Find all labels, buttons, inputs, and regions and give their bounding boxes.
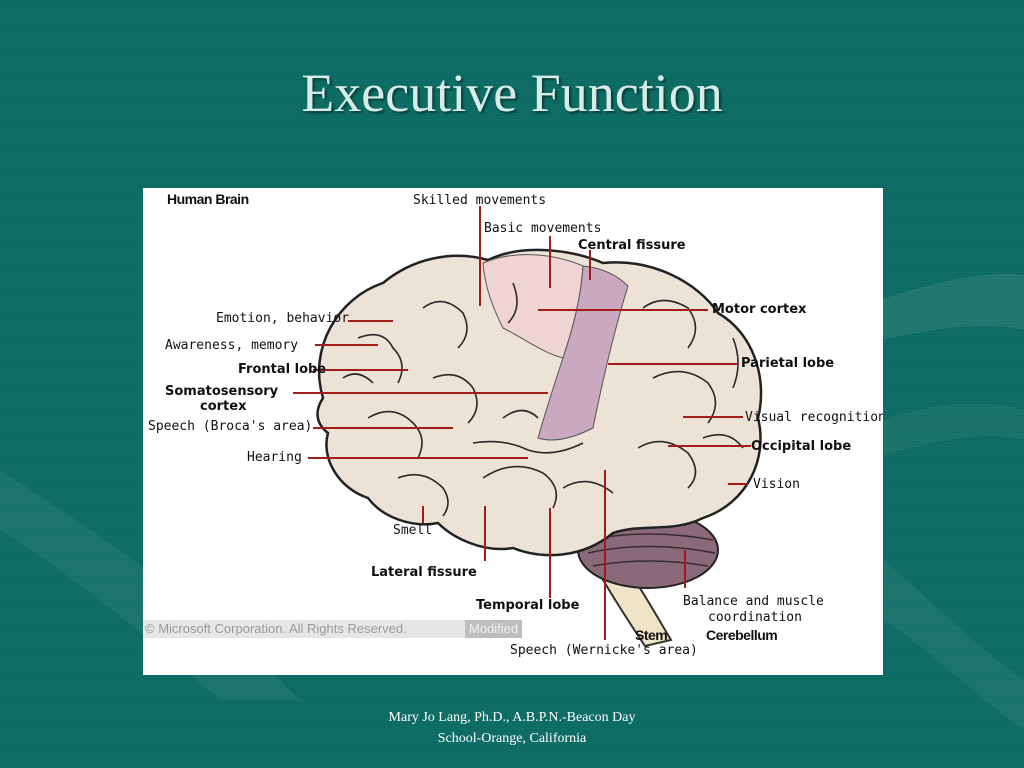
label-central-fissure: Central fissure — [578, 238, 686, 253]
label-basic-movements: Basic movements — [484, 221, 602, 236]
leader-lines — [293, 206, 751, 640]
label-stem: Stem — [635, 627, 668, 643]
label-occipital-lobe: Occipital lobe — [751, 439, 852, 454]
footer-line-1: Mary Jo Lang, Ph.D., A.B.P.N.-Beacon Day — [388, 710, 636, 725]
label-lateral-fissure: Lateral fissure — [371, 565, 477, 580]
copyright-notice: © Microsoft Corporation. All Rights Rese… — [143, 620, 465, 638]
modified-badge: Modified — [465, 620, 523, 638]
label-motor-cortex: Motor cortex — [712, 302, 807, 317]
label-awareness-memory: Awareness, memory — [165, 338, 299, 353]
label-skilled-movements: Skilled movements — [413, 193, 547, 208]
cerebrum-shape — [316, 248, 763, 557]
slide-footer: Mary Jo Lang, Ph.D., A.B.P.N.-Beacon Day… — [340, 707, 684, 749]
label-speech-broca: Speech (Broca's area) — [148, 419, 313, 434]
label-hearing: Hearing — [247, 450, 302, 465]
label-speech-wernicke: Speech (Wernicke's area) — [510, 643, 698, 658]
label-coordination: coordination — [708, 610, 802, 625]
diagram-heading: Human Brain — [167, 191, 249, 207]
label-cortex: cortex — [200, 399, 247, 414]
slide-title: Executive Function — [301, 63, 723, 123]
label-somatosensory: Somatosensory — [165, 384, 279, 399]
brain-illustration — [293, 206, 763, 648]
label-temporal-lobe: Temporal lobe — [476, 598, 580, 613]
label-frontal-lobe: Frontal lobe — [238, 362, 327, 377]
footer-line-2: School-Orange, California — [437, 731, 587, 746]
label-visual-recognition: Visual recognition — [745, 410, 883, 425]
label-cerebellum: Cerebellum — [706, 627, 778, 643]
label-parietal-lobe: Parietal lobe — [741, 356, 835, 371]
label-smell: Smell — [393, 523, 433, 538]
brain-diagram: Human Brain Skilled movements Basic move… — [143, 188, 883, 675]
label-vision: Vision — [753, 477, 800, 492]
label-emotion-behavior: Emotion, behavior — [216, 311, 350, 326]
label-balance: Balance and muscle — [683, 594, 824, 609]
